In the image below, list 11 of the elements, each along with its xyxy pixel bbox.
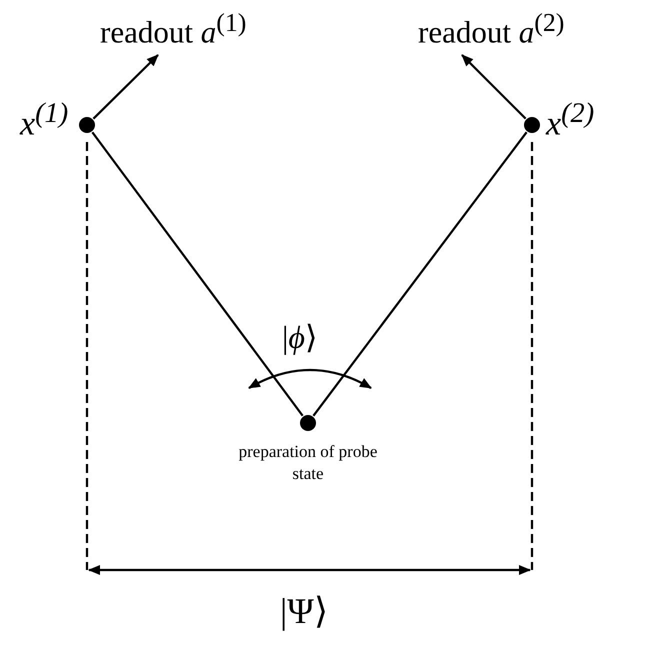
arrow bbox=[461, 54, 526, 120]
state-label: |Ψ⟩ bbox=[280, 590, 328, 632]
state-label: |ϕ⟩ bbox=[282, 318, 317, 356]
readout-label: readout a$^{(1)}$ bbox=[100, 8, 246, 50]
point-label: x$^{(1)}$ bbox=[20, 98, 68, 144]
arrow bbox=[92, 54, 159, 120]
readout-label: readout a$^{(2)}$ bbox=[418, 8, 564, 50]
line bbox=[91, 132, 304, 416]
point-label: x$^{(2)}$ bbox=[546, 98, 594, 144]
node-label: preparation of probe state bbox=[238, 441, 378, 486]
line bbox=[312, 132, 528, 416]
